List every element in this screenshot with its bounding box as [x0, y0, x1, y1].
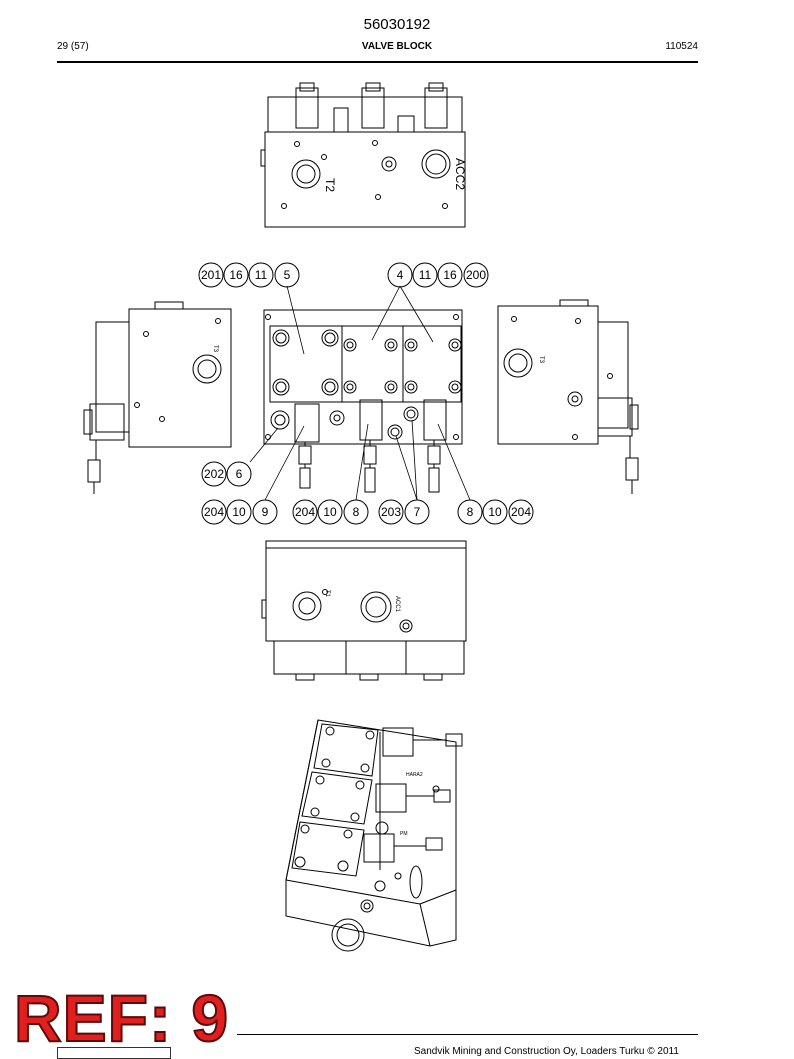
callout-bubble: 8 — [457, 499, 483, 525]
svg-text:204: 204 — [204, 505, 224, 519]
callout-bubble: 204 — [201, 499, 227, 525]
svg-text:200: 200 — [466, 268, 486, 282]
front-view — [263, 309, 463, 493]
svg-text:11: 11 — [255, 268, 268, 282]
callout-row-mid-left: 202 6 — [201, 461, 252, 487]
callout-bubble: 8 — [343, 499, 369, 525]
callout-bubble: 4 — [387, 262, 413, 288]
svg-text:11: 11 — [419, 268, 432, 282]
reference-stamp: REF: 9 — [13, 981, 230, 1055]
callout-bubble: 201 — [198, 262, 224, 288]
callout-bubble: 10 — [317, 499, 343, 525]
callout-bubble: 204 — [292, 499, 318, 525]
section-title: VALVE BLOCK — [361, 41, 433, 52]
svg-text:10: 10 — [323, 505, 337, 519]
callout-bubble: 203 — [378, 499, 404, 525]
callout-bubble: 16 — [223, 262, 249, 288]
bottom-view: T1 ACC1 — [261, 540, 467, 681]
callout-row-a: 204 10 9 — [201, 499, 278, 525]
footer-copyright: Sandvik Mining and Construction Oy, Load… — [414, 1046, 679, 1057]
footer-rule — [237, 1034, 698, 1035]
svg-text:10: 10 — [232, 505, 246, 519]
svg-text:T1: T1 — [324, 590, 330, 598]
callout-row-upper-right: 4 11 16 200 — [387, 262, 489, 288]
svg-text:16: 16 — [443, 268, 457, 282]
svg-text:201: 201 — [201, 268, 221, 282]
top-view: T2 ACC2 — [260, 82, 467, 228]
callout-row-c: 203 7 — [378, 499, 430, 525]
svg-text:PM: PM — [400, 831, 408, 837]
svg-text:9: 9 — [262, 505, 269, 519]
svg-text:T3: T3 — [538, 356, 544, 364]
callout-bubble: 11 — [412, 262, 438, 288]
svg-text:4: 4 — [397, 268, 404, 282]
callout-bubble: 10 — [482, 499, 508, 525]
callout-bubble: 5 — [274, 262, 300, 288]
svg-text:5: 5 — [284, 268, 291, 282]
svg-text:16: 16 — [229, 268, 243, 282]
callout-bubble: 200 — [463, 262, 489, 288]
callout-bubble: 10 — [226, 499, 252, 525]
callout-row-upper-left: 201 16 11 5 — [198, 262, 300, 288]
left-side-view: T3 — [83, 301, 232, 494]
svg-text:ACC2: ACC2 — [453, 158, 467, 190]
isometric-view: HARA2 PM — [285, 719, 463, 952]
svg-text:10: 10 — [488, 505, 502, 519]
leader-lines — [249, 285, 471, 501]
svg-text:202: 202 — [204, 467, 224, 481]
date-code: 110524 — [665, 41, 698, 52]
svg-text:204: 204 — [295, 505, 315, 519]
callout-bubble: 11 — [248, 262, 274, 288]
svg-text:ACC1: ACC1 — [394, 596, 400, 613]
callout-bubble: 204 — [508, 499, 534, 525]
callout-bubble: 16 — [437, 262, 463, 288]
callout-bubble: 202 — [201, 461, 227, 487]
svg-text:T3: T3 — [212, 345, 218, 353]
svg-text:T2: T2 — [323, 178, 337, 192]
svg-text:7: 7 — [414, 505, 421, 519]
svg-text:6: 6 — [236, 467, 243, 481]
svg-text:HARA2: HARA2 — [406, 772, 423, 778]
callout-row-d: 8 10 204 — [457, 499, 534, 525]
right-side-view: T3 — [497, 299, 639, 494]
svg-text:203: 203 — [381, 505, 401, 519]
callout-row-b: 204 10 8 — [292, 499, 369, 525]
company-logo — [57, 1047, 171, 1059]
document-number: 56030192 — [363, 16, 431, 33]
callout-bubble: 9 — [252, 499, 278, 525]
callout-bubble: 7 — [404, 499, 430, 525]
page-number: 29 (57) — [57, 41, 89, 52]
header-rule — [57, 61, 698, 63]
callout-bubble: 6 — [226, 461, 252, 487]
svg-text:204: 204 — [511, 505, 531, 519]
svg-text:8: 8 — [467, 505, 474, 519]
svg-text:8: 8 — [353, 505, 360, 519]
